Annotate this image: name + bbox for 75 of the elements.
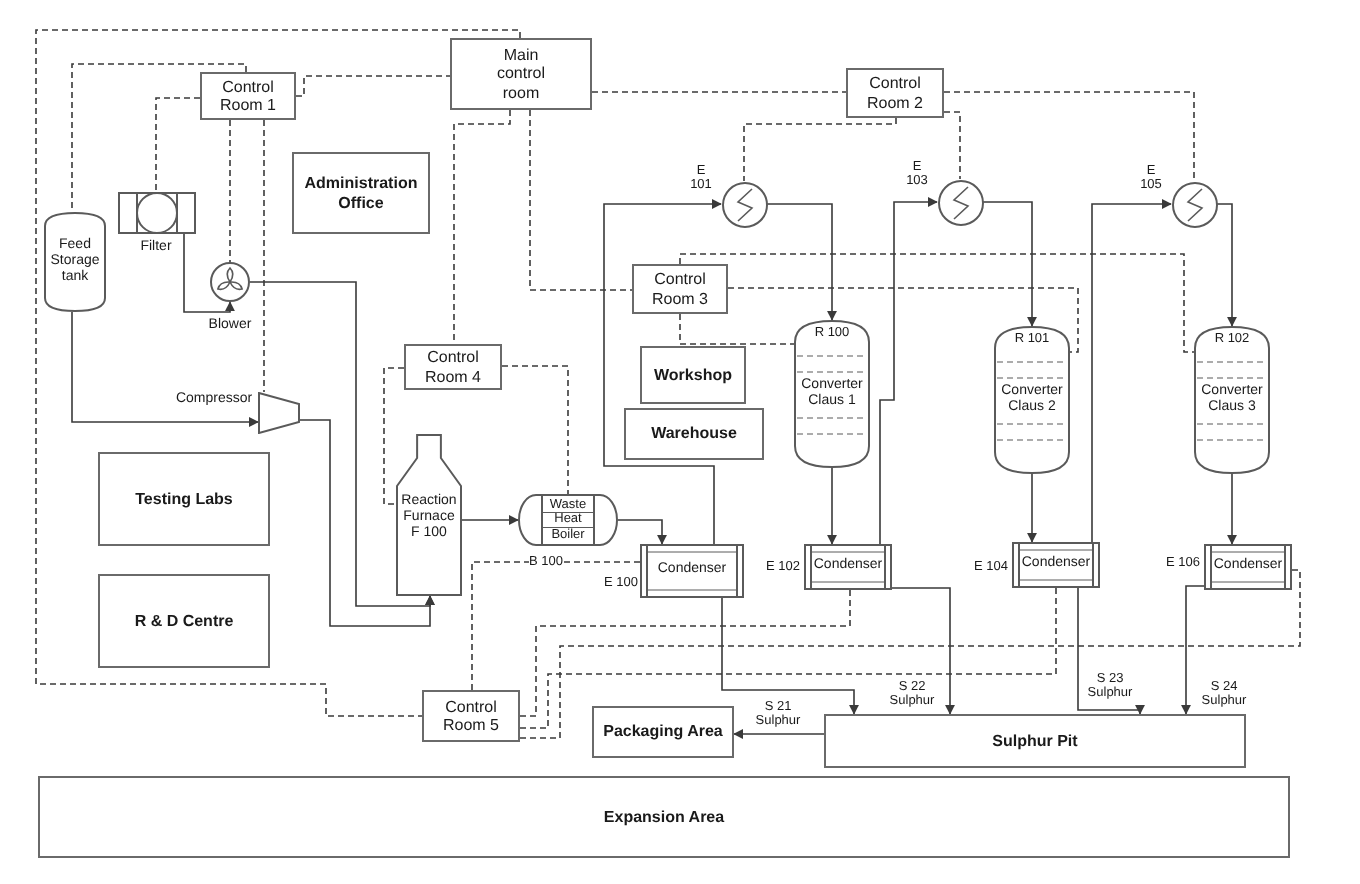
signal-line: [229, 119, 231, 263]
signal-line: [529, 109, 633, 291]
room-label: Control Room 2: [864, 74, 925, 112]
signal-line: [383, 367, 405, 505]
signal-line: [501, 365, 569, 495]
signal-line: [155, 97, 201, 193]
signal-line: [727, 287, 1079, 353]
flow-arrow: [299, 419, 435, 627]
room-label: Control Room 3: [649, 270, 710, 308]
heat-exchanger-symbol: [937, 179, 983, 225]
flow-arrow: [1077, 587, 1145, 715]
flow-arrow: [766, 203, 837, 321]
area-box: [292, 152, 430, 234]
flow-arrow: [249, 281, 435, 607]
control-room-box: [404, 344, 502, 390]
signal-line: [743, 117, 897, 182]
control-room-box: [200, 72, 296, 120]
area-box: [624, 408, 764, 460]
flow-arrow: [617, 519, 667, 545]
area-label: Warehouse: [651, 424, 737, 444]
blower-symbol: [210, 262, 250, 302]
flow-arrow: [183, 233, 235, 313]
signal-line: [943, 91, 1195, 182]
control-room-box: [632, 264, 728, 314]
area-box: [98, 452, 270, 546]
room-label: Main control room: [494, 46, 547, 102]
flow-arrow: [1227, 473, 1237, 545]
signal-line: [471, 561, 641, 691]
area-label: Sulphur Pit: [992, 731, 1078, 751]
signal-line: [35, 29, 521, 717]
signal-line: [295, 75, 451, 97]
filter-symbol: [118, 192, 196, 234]
area-box: [592, 706, 734, 758]
flow-arrow: [1181, 585, 1205, 715]
area-label: Testing Labs: [135, 489, 233, 509]
signal-line: [71, 63, 247, 213]
heat-exchanger-symbol: [721, 181, 767, 227]
signal-line: [519, 569, 1301, 739]
signal-line: [679, 253, 1195, 353]
room-label: Control Room 5: [440, 697, 501, 735]
area-label: Administration Office: [302, 174, 420, 212]
area-label: R & D Centre: [134, 611, 234, 631]
area-label: Packaging Area: [603, 722, 723, 742]
heat-exchanger-symbol: [1171, 181, 1217, 227]
flow-arrow: [603, 199, 722, 545]
flow-arrow: [827, 467, 837, 545]
flow-arrow: [891, 587, 955, 715]
signal-line: [263, 119, 265, 393]
signal-line: [679, 313, 795, 345]
area-box: [38, 776, 1290, 858]
flow-arrow: [1216, 203, 1237, 327]
compressor-symbol: [258, 392, 300, 434]
flow-arrow: [461, 515, 519, 525]
flow-arrow: [1091, 199, 1172, 543]
area-box: [640, 346, 746, 404]
flow-arrow: [71, 311, 259, 427]
area-box: [98, 574, 270, 668]
signal-line: [943, 111, 961, 180]
flow-arrow: [1027, 473, 1037, 543]
area-box: [824, 714, 1246, 768]
flow-arrow: [733, 729, 825, 739]
control-room-box: [450, 38, 592, 110]
flow-arrow: [982, 201, 1037, 327]
control-room-box: [846, 68, 944, 118]
signal-line: [453, 109, 511, 345]
flow-arrow: [879, 197, 938, 545]
signal-line: [519, 589, 851, 717]
room-label: Control Room 4: [422, 348, 483, 386]
flow-arrow: [721, 597, 859, 715]
control-room-box: [422, 690, 520, 742]
signal-line: [591, 91, 847, 93]
room-label: Control Room 1: [217, 77, 278, 115]
signal-line: [519, 587, 1057, 729]
area-label: Expansion Area: [603, 807, 725, 827]
area-label: Workshop: [654, 365, 732, 385]
